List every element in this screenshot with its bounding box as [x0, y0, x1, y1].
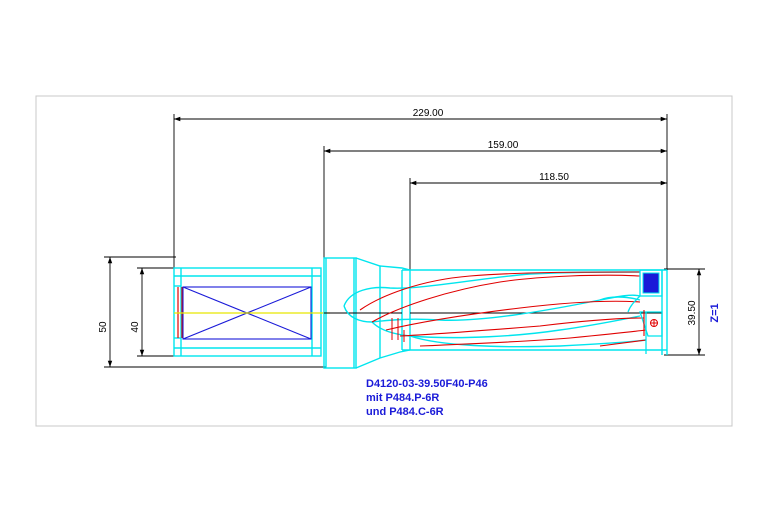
shank	[173, 267, 322, 357]
insert-c-label: und P484.C-6R	[366, 406, 444, 418]
dim-diameter-drill: 39.50	[687, 300, 698, 325]
dim-diameter-outer: 50	[98, 321, 109, 333]
part-number-label: D4120-03-39.50F40-P46	[366, 378, 488, 390]
flute-outlines	[343, 271, 647, 348]
dim-length-total: 229.00	[413, 108, 444, 119]
insert-p-label: mit P484.P-6R	[366, 392, 439, 404]
insert-center-mark	[650, 319, 658, 327]
flute-ticks	[391, 318, 405, 342]
drawing-frame	[35, 95, 733, 427]
dimension-lines	[104, 114, 705, 368]
drill-tip	[627, 269, 663, 354]
insert-square	[642, 272, 660, 294]
dim-diameter-shank: 40	[130, 321, 141, 333]
dim-length-middle: 159.00	[488, 140, 519, 151]
teeth-count-label: Z=1	[709, 303, 721, 322]
dim-length-flutes: 118.50	[539, 172, 569, 183]
flute-curves	[359, 271, 647, 347]
